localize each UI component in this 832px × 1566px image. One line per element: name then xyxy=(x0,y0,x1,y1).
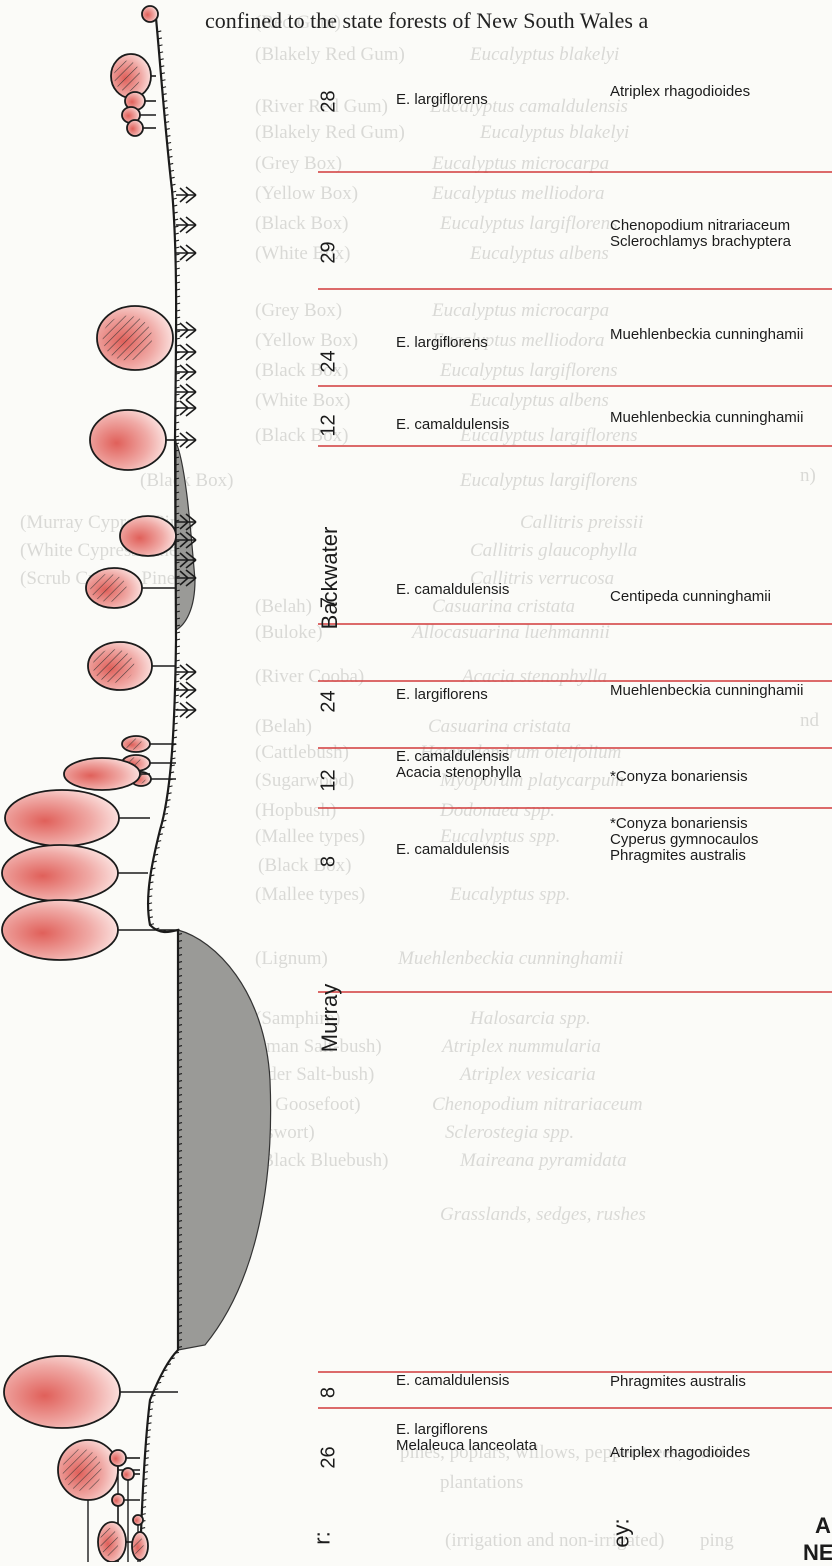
understorey-species-label: Centipeda cunninghamii xyxy=(610,589,771,605)
understorey-species-label: *Conyza bonariensis Cyperus gymnocaulos … xyxy=(610,816,758,864)
tree-canopy-symbol xyxy=(2,845,148,901)
bottom-fragment-left: r: xyxy=(310,1531,336,1544)
understorey-species-label: Muehlenbeckia cunninghamii xyxy=(610,683,803,699)
understorey-species-label: Phragmites australis xyxy=(610,1374,746,1390)
tree-canopy-symbol xyxy=(88,642,176,690)
shrub-symbol xyxy=(176,682,196,698)
zone-count-number: 12 xyxy=(318,411,341,441)
backwater-label: Backwater xyxy=(317,518,343,638)
murray-river-channel xyxy=(178,930,271,1350)
understorey-species-label: Atriplex rhagodioides xyxy=(610,84,750,100)
zone-count-number: 8 xyxy=(318,847,341,877)
tree-canopy-symbol xyxy=(127,120,156,136)
understorey-species-label: Muehlenbeckia cunninghamii xyxy=(610,327,803,343)
zone-count-number: 28 xyxy=(318,87,341,117)
zone-count-number: 24 xyxy=(318,687,341,717)
shrub-symbol xyxy=(176,432,196,448)
tree-species-label: E. largiflorens Melaleuca lanceolata xyxy=(396,1422,537,1454)
tree-canopy-symbol xyxy=(122,736,176,752)
tree-canopy-symbol xyxy=(4,1356,178,1428)
shrub-symbol xyxy=(176,384,196,400)
bottom-fragment-middle: ey: xyxy=(609,1518,635,1547)
zone-count-number: 29 xyxy=(318,238,341,268)
shrub-symbol xyxy=(176,664,196,680)
shrub-symbol xyxy=(176,217,196,233)
understorey-species-label: Muehlenbeckia cunninghamii xyxy=(610,410,803,426)
tree-canopy-symbol xyxy=(5,790,150,846)
tree-canopies xyxy=(2,6,178,1562)
zone-count-number: 12 xyxy=(318,766,341,796)
ground-profile-line xyxy=(140,18,178,1560)
zone-count-number: 24 xyxy=(318,347,341,377)
understorey-species-label: *Conyza bonariensis xyxy=(610,769,748,785)
tree-species-label: E. largiflorens xyxy=(396,335,488,351)
tree-canopy-symbol xyxy=(142,6,158,22)
tree-canopy-symbol xyxy=(97,306,173,370)
tree-species-label: E. camaldulensis xyxy=(396,1373,509,1389)
understorey-species-label: Chenopodium nitrariaceum Sclerochlamys b… xyxy=(610,218,791,250)
tree-species-label: E. camaldulensis xyxy=(396,842,509,858)
tree-species-label: E. camaldulensis xyxy=(396,417,509,433)
tree-species-label: E. largiflorens xyxy=(396,687,488,703)
shrub-symbol xyxy=(176,344,196,360)
bottom-fragment-right-b: NE xyxy=(803,1540,832,1566)
understorey-species-label: Atriplex rhagodioides xyxy=(610,1445,750,1461)
shrub-symbol xyxy=(176,187,196,203)
tree-species-label: E. largiflorens xyxy=(396,92,488,108)
shrub-symbol xyxy=(176,702,196,718)
zone-divider-lines xyxy=(318,172,832,1408)
shrub-symbol xyxy=(176,400,196,416)
tree-canopy-symbol xyxy=(132,1532,148,1562)
tree-species-label: E. camaldulensis xyxy=(396,582,509,598)
tree-canopy-symbol xyxy=(90,410,174,470)
tree-canopy-symbol xyxy=(86,568,176,608)
tree-species-label: E. camaldulensis Acacia stenophylla xyxy=(396,749,521,781)
tree-canopy-symbol xyxy=(2,900,178,960)
murray-label: Murray xyxy=(317,978,343,1058)
tree-canopy-symbol xyxy=(120,516,176,556)
bottom-fragment-right-a: A xyxy=(815,1513,831,1539)
zone-count-number: 8 xyxy=(318,1378,341,1408)
zone-count-number: 26 xyxy=(318,1443,341,1473)
